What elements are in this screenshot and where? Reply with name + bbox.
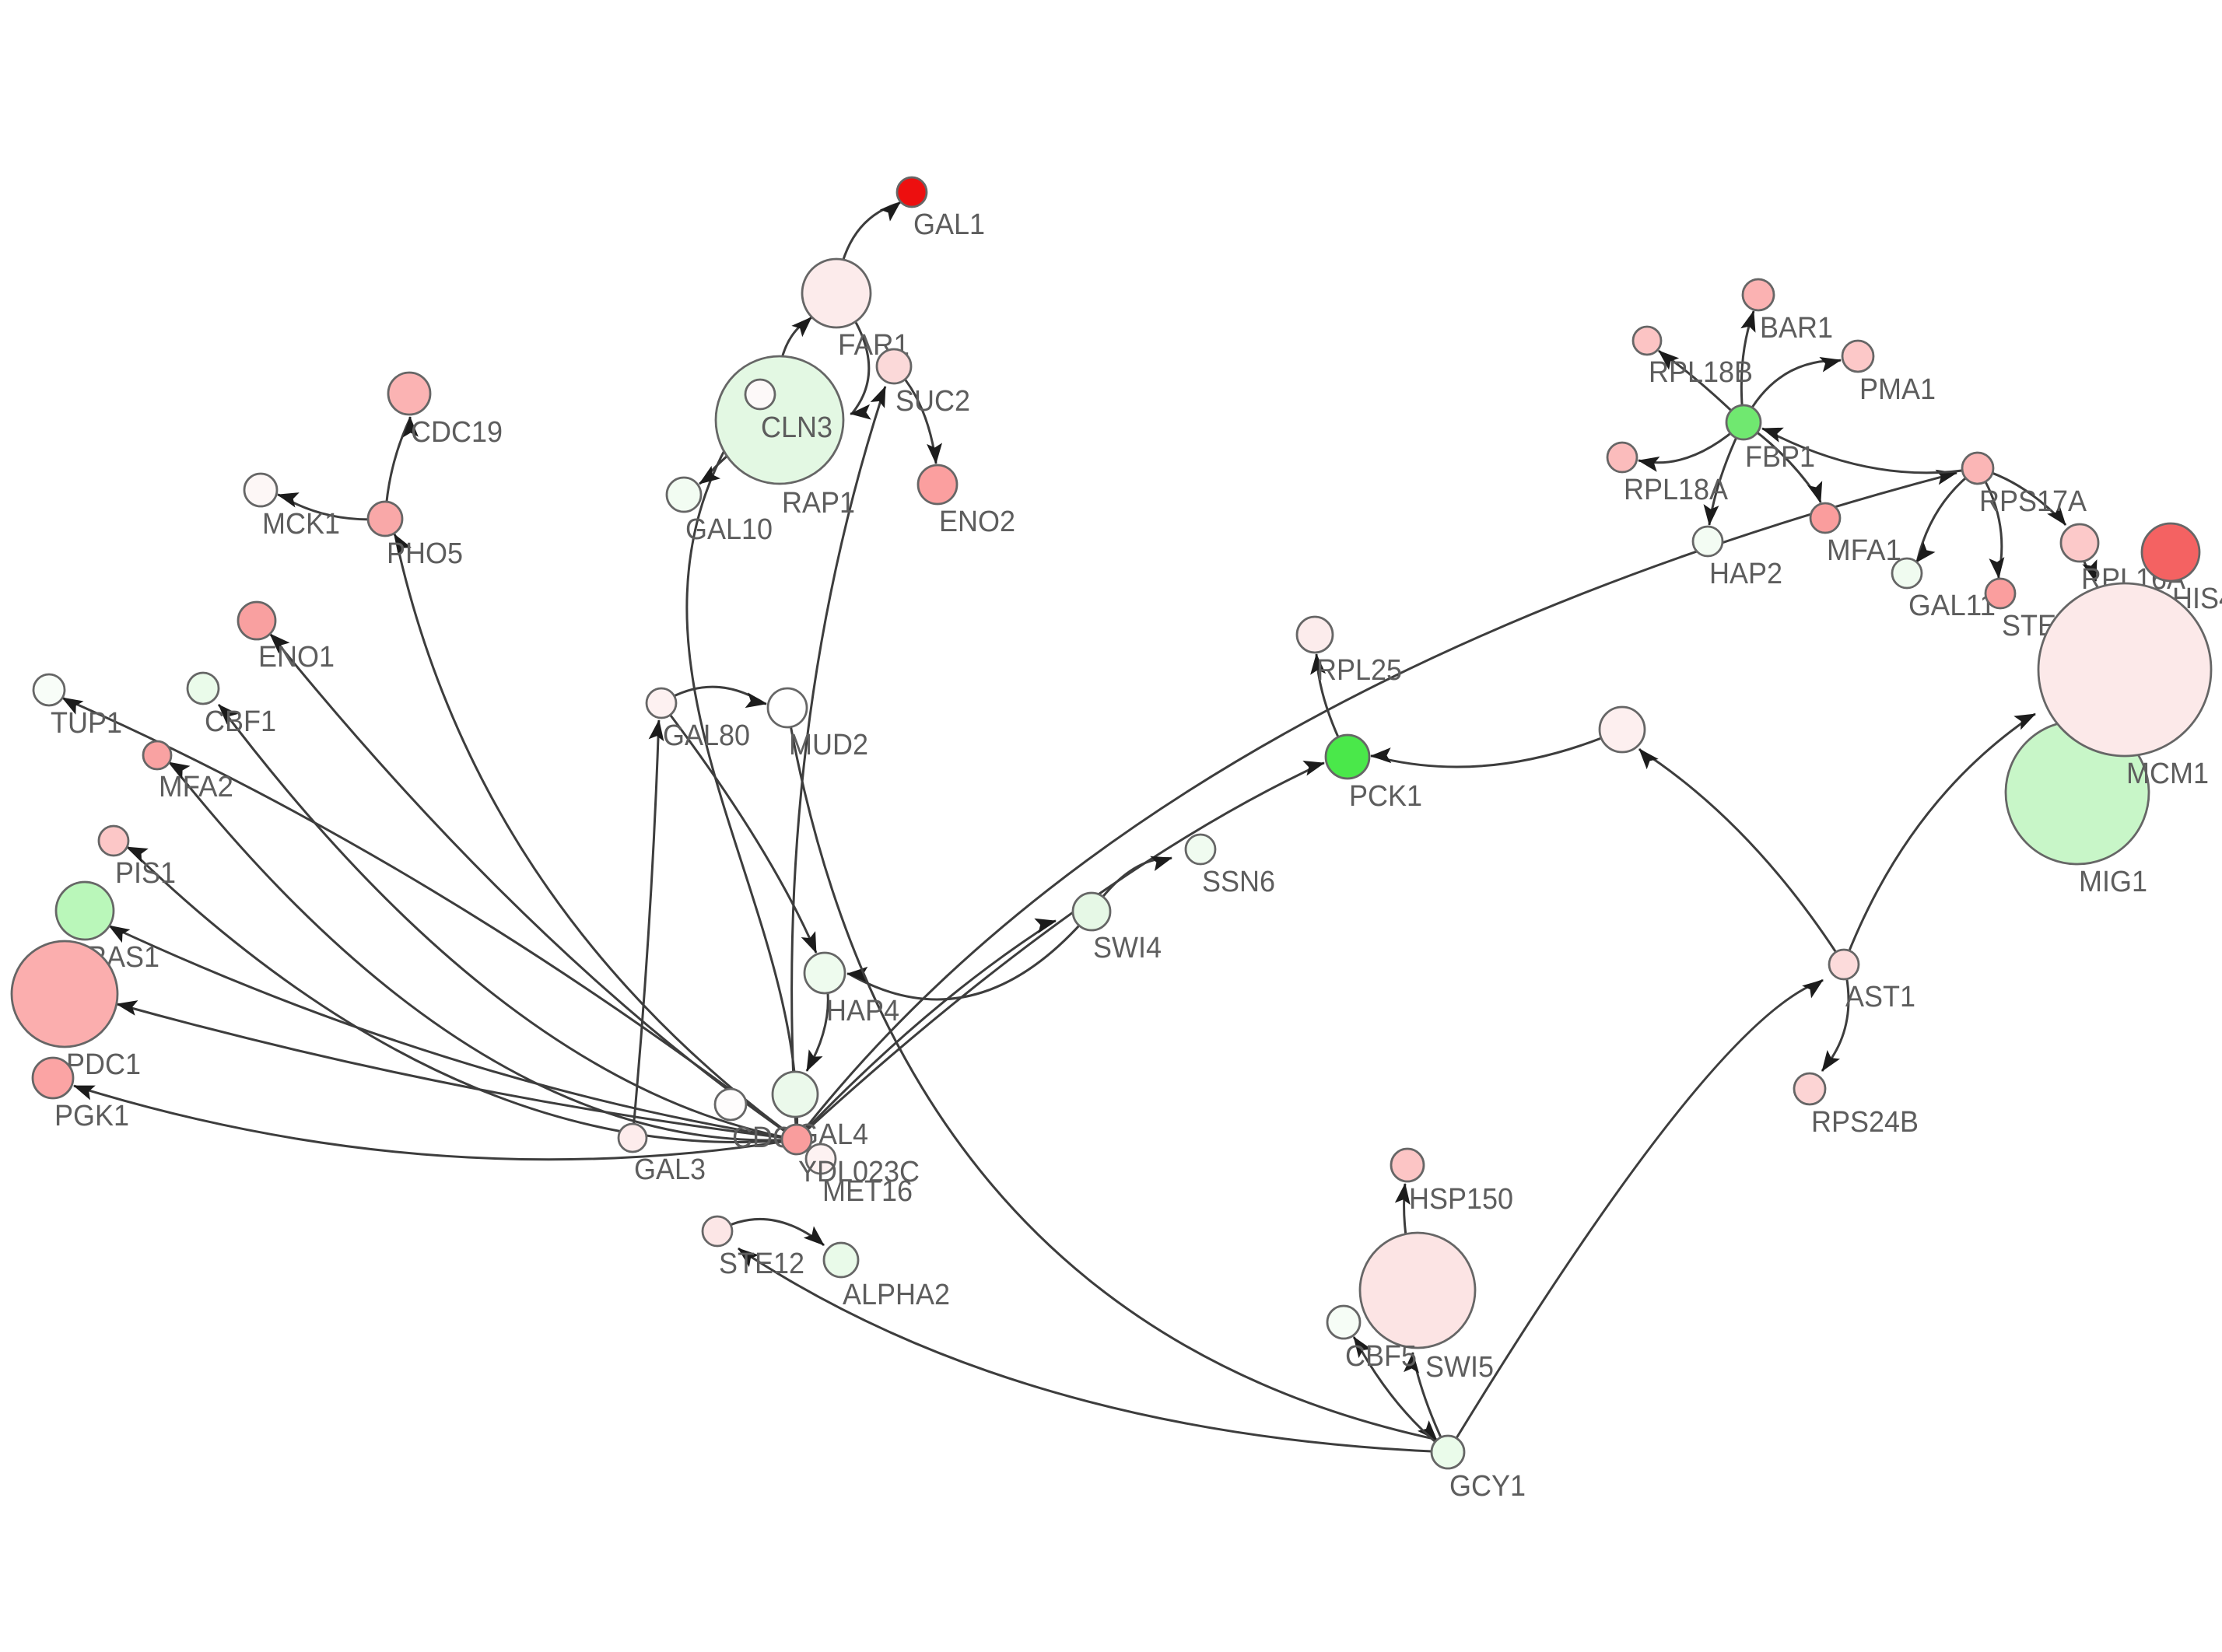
svg-text:MIG1: MIG1 (2079, 866, 2147, 898)
svg-text:ALPHA2: ALPHA2 (843, 1279, 950, 1311)
svg-text:AST1: AST1 (1845, 981, 1915, 1013)
svg-text:RPL18A: RPL18A (1624, 474, 1729, 506)
svg-text:RPS24B: RPS24B (1811, 1106, 1919, 1139)
svg-text:CLN3: CLN3 (761, 411, 832, 444)
svg-text:CBF5: CBF5 (1345, 1340, 1417, 1373)
svg-text:SUC2: SUC2 (895, 385, 970, 418)
svg-text:SSN6: SSN6 (1202, 866, 1275, 898)
svg-text:RAP1: RAP1 (782, 487, 855, 520)
svg-text:GAL10: GAL10 (685, 513, 773, 546)
svg-text:MCK1: MCK1 (262, 508, 340, 541)
svg-text:RPS17A: RPS17A (1979, 485, 2087, 518)
svg-text:PHO5: PHO5 (387, 537, 463, 570)
svg-text:MUD2: MUD2 (789, 729, 868, 761)
svg-text:PIS1: PIS1 (115, 857, 176, 890)
svg-text:TUP1: TUP1 (51, 707, 122, 740)
svg-text:ENO2: ENO2 (939, 506, 1015, 538)
svg-text:GAL1: GAL1 (913, 208, 985, 241)
svg-text:GAL3: GAL3 (634, 1153, 706, 1186)
svg-text:YDL023C: YDL023C (798, 1156, 920, 1188)
svg-text:MFA1: MFA1 (1827, 534, 1901, 567)
svg-text:STE12: STE12 (719, 1248, 804, 1280)
svg-text:CDC19: CDC19 (411, 416, 503, 449)
svg-text:PDC1: PDC1 (66, 1048, 141, 1081)
svg-text:PCK1: PCK1 (1349, 780, 1422, 813)
svg-text:GCY1: GCY1 (1449, 1470, 1526, 1503)
svg-text:MCM1: MCM1 (2126, 758, 2209, 790)
svg-text:PGK1: PGK1 (54, 1100, 129, 1132)
svg-text:MET16: MET16 (822, 1175, 913, 1208)
svg-text:GAL11: GAL11 (1908, 590, 1996, 622)
svg-text:GAL80: GAL80 (663, 719, 750, 752)
svg-text:SWI5: SWI5 (1425, 1351, 1494, 1384)
svg-text:MFA2: MFA2 (159, 771, 233, 803)
svg-text:HSP150: HSP150 (1409, 1183, 1513, 1216)
svg-text:SWI4: SWI4 (1093, 932, 1162, 964)
svg-text:BAR1: BAR1 (1760, 312, 1833, 345)
svg-text:HAP2: HAP2 (1709, 558, 1782, 590)
svg-text:HAP4: HAP4 (826, 995, 899, 1027)
svg-text:FBP1: FBP1 (1745, 441, 1815, 474)
svg-text:PMA1: PMA1 (1859, 373, 1936, 406)
svg-text:CBF1: CBF1 (205, 705, 276, 738)
svg-text:RPL18B: RPL18B (1649, 356, 1753, 389)
svg-text:ENO1: ENO1 (258, 641, 335, 674)
svg-text:RPL25: RPL25 (1316, 654, 1402, 687)
